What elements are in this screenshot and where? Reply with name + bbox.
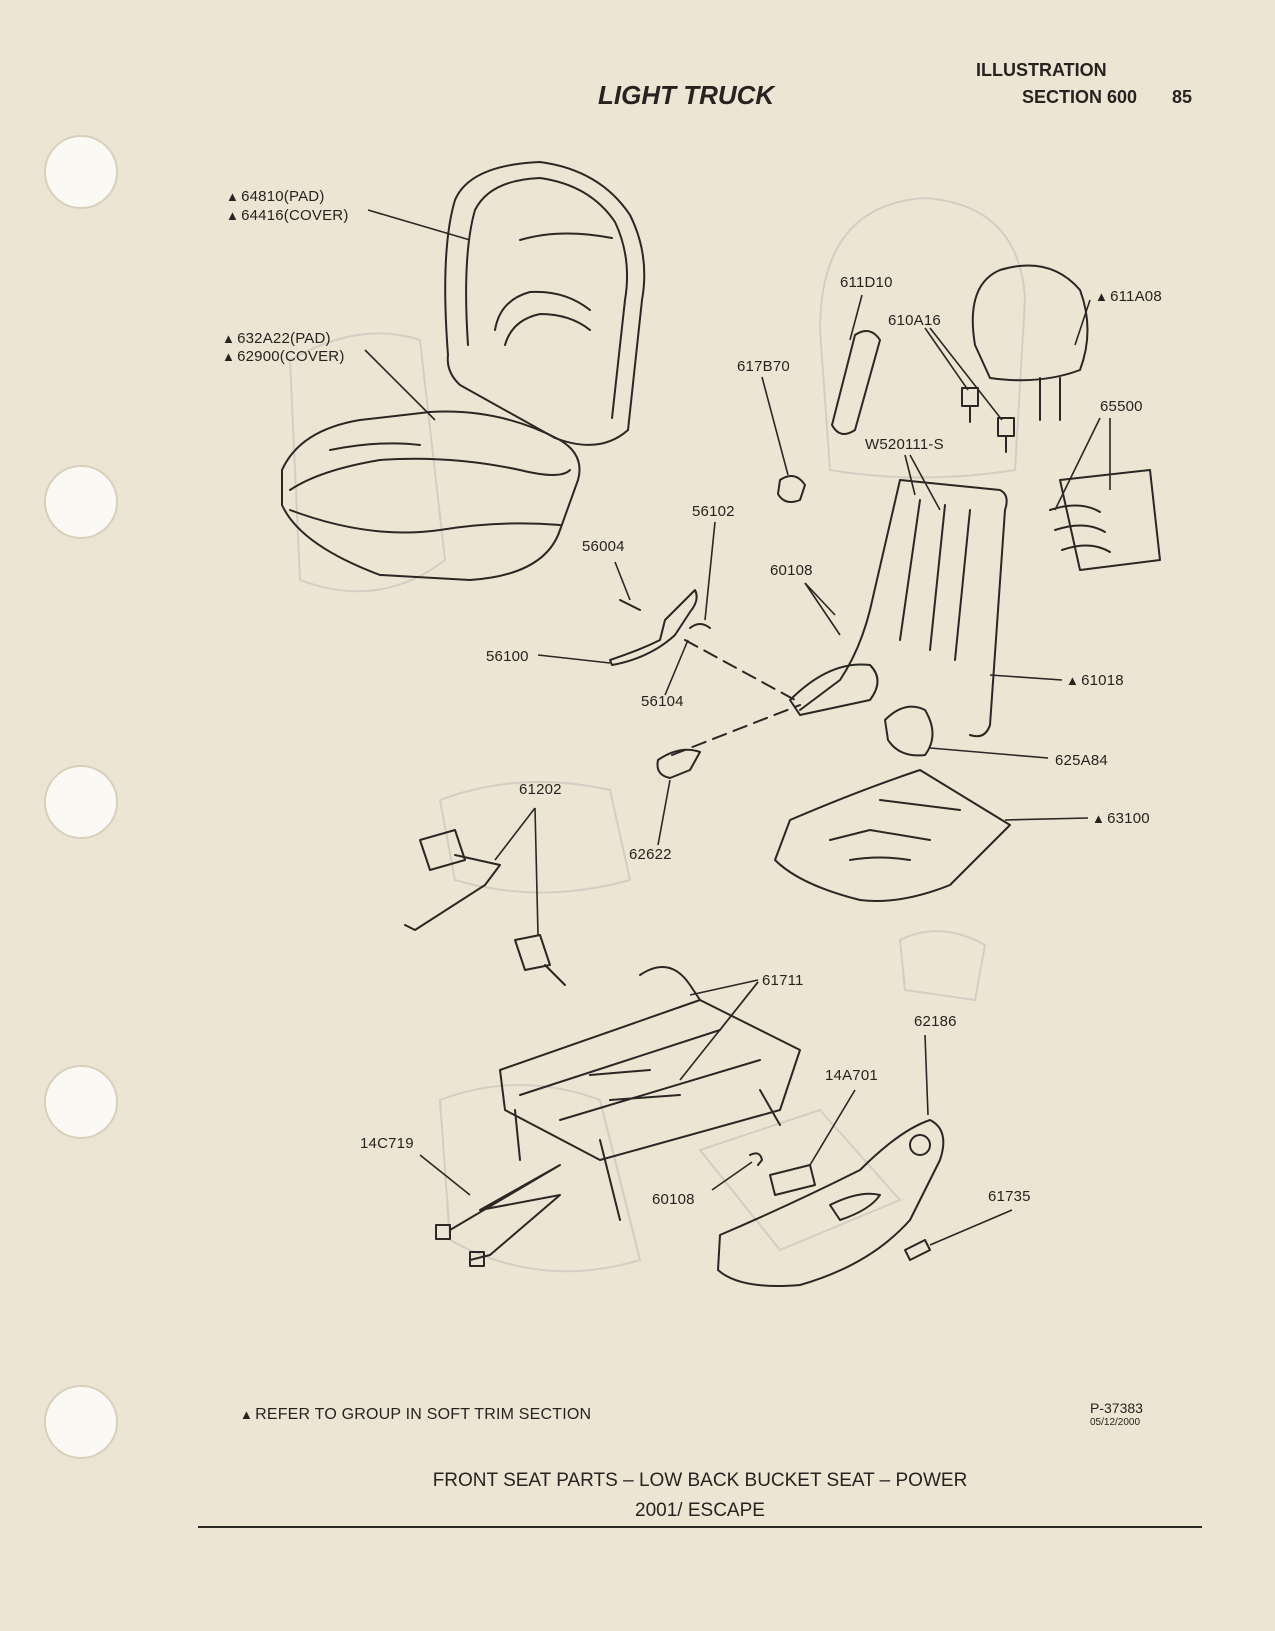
section-label: SECTION 600 <box>1022 87 1138 107</box>
callout-56004: 56004 <box>582 538 625 555</box>
callout-61735: 61735 <box>988 1188 1031 1205</box>
callout-61018: 61018 <box>1066 672 1124 689</box>
binder-hole <box>44 465 118 539</box>
callout-617B70: 617B70 <box>737 358 790 375</box>
callout-cushion-pad: 632A22(PAD) <box>222 330 331 347</box>
recliner-cover-part <box>884 705 934 757</box>
alignment-line <box>684 639 796 701</box>
leader-lines <box>364 209 1111 1246</box>
soft-trim-note: REFER TO GROUP IN SOFT TRIM SECTION <box>240 1406 591 1424</box>
seat-shield-part <box>717 1119 945 1287</box>
seatback-frame-part <box>789 479 1008 738</box>
screw-part <box>619 599 641 611</box>
callout-611D10: 611D10 <box>840 274 893 291</box>
binder-hole <box>44 765 118 839</box>
callout-W520111-S: W520111-S <box>865 436 944 453</box>
headrest-guide-part <box>961 387 1015 453</box>
callout-62622: 62622 <box>629 846 672 863</box>
callout-seatback-cover: 64416(COVER) <box>226 207 349 224</box>
section-title: LIGHT TRUCK <box>598 80 775 110</box>
binder-hole <box>44 1065 118 1139</box>
figure-date: 05/12/2000 <box>1090 1417 1141 1428</box>
binder-hole <box>44 1385 118 1459</box>
callout-65500: 65500 <box>1100 398 1143 415</box>
callout-611A08: 611A08 <box>1095 288 1162 305</box>
cable-part <box>404 829 566 986</box>
binder-hole <box>44 135 118 209</box>
callout-610A16: 610A16 <box>888 312 941 329</box>
reverse-side-ghost <box>288 196 1027 1273</box>
callout-61711: 61711 <box>762 972 804 989</box>
callout-60108-bottom: 60108 <box>652 1191 695 1208</box>
page-number: 85 <box>1172 87 1193 107</box>
callout-14A701: 14A701 <box>825 1067 878 1084</box>
switch-knob-part <box>904 1239 931 1261</box>
callout-14C719: 14C719 <box>360 1135 414 1152</box>
callout-62186: 62186 <box>914 1013 957 1030</box>
alignment-line <box>671 704 801 756</box>
knob-part <box>777 475 806 503</box>
recliner-handle-part <box>656 748 701 779</box>
seat-cushion-part <box>281 410 581 581</box>
callout-61202: 61202 <box>519 781 562 798</box>
spring-clip-part <box>689 623 711 629</box>
seatback-pad-part <box>444 161 646 446</box>
cushion-pan-part <box>774 769 1011 902</box>
callout-63100: 63100 <box>1092 810 1150 827</box>
figure-id: P-37383 <box>1090 1400 1143 1416</box>
figure-caption: FRONT SEAT PARTS – LOW BACK BUCKET SEAT … <box>432 1470 968 1491</box>
seat-switch-part <box>769 1164 816 1196</box>
headrest-part <box>971 264 1089 421</box>
callout-56104: 56104 <box>641 693 684 710</box>
callout-56100: 56100 <box>486 648 529 665</box>
callout-seatback-pad: 64810(PAD) <box>226 188 325 205</box>
vehicle-model: 2001/ ESCAPE <box>635 1500 765 1521</box>
callout-56102: 56102 <box>692 503 735 520</box>
trim-cover-part <box>831 330 881 435</box>
callout-625A84: 625A84 <box>1055 752 1108 769</box>
seat-track-part <box>499 966 801 1221</box>
bracket-part <box>609 589 698 666</box>
fastener-part <box>749 1152 763 1166</box>
illustration-label: ILLUSTRATION <box>976 60 1107 80</box>
callout-60108-top: 60108 <box>770 562 813 579</box>
footer-rule <box>198 1526 1202 1528</box>
wiring-harness-part <box>435 1164 561 1267</box>
callout-cushion-cover: 62900(COVER) <box>222 348 345 365</box>
